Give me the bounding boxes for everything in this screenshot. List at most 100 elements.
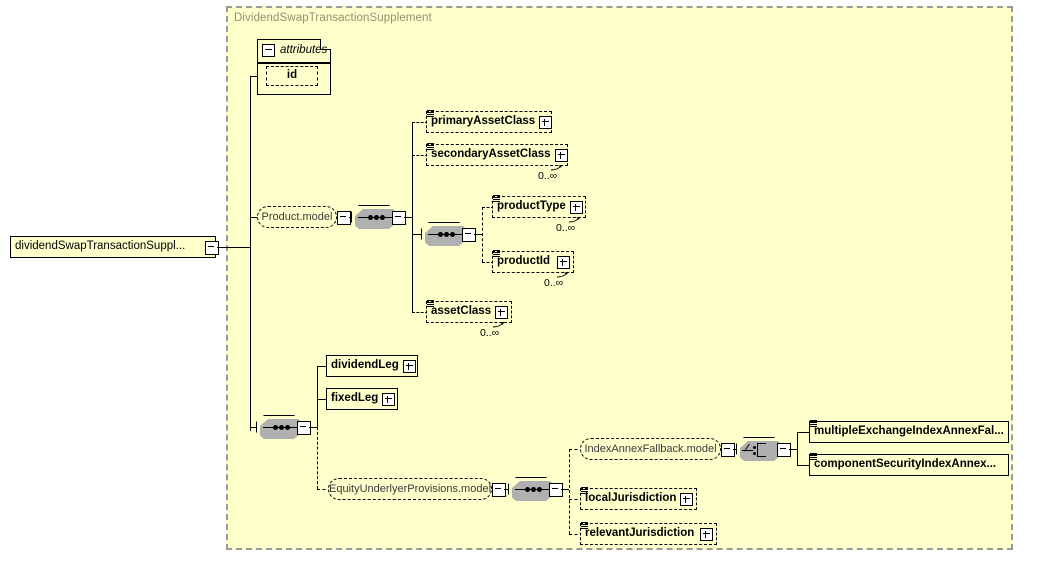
connector	[317, 399, 328, 400]
connector	[412, 234, 424, 235]
element-localJurisdiction-label: localJurisdiction	[585, 492, 677, 505]
element-componentSecurityIndexAnnexFallback[interactable]: componentSecurityIndexAnnex...	[809, 452, 1011, 478]
element-primaryAssetClass-label: primaryAssetClass	[431, 115, 536, 128]
productIdentification-collapse-icon[interactable]	[462, 228, 477, 243]
connector-optional	[412, 312, 428, 313]
choice-compositor-indexAnnexFallback[interactable]	[736, 437, 782, 461]
root-element-label: dividendSwapTransactionSuppl...	[15, 240, 186, 253]
schema-panel-title: DividendSwapTransactionSupplement	[234, 12, 432, 24]
element-productId[interactable]: productId	[492, 249, 576, 275]
element-fixedLeg[interactable]: fixedLeg	[326, 388, 400, 412]
attributes-group-header[interactable]: attributes	[262, 44, 327, 57]
expand-icon[interactable]	[495, 305, 509, 319]
connector-optional	[317, 489, 331, 490]
element-multipleExchangeIndexAnnexFallback[interactable]: multipleExchangeIndexAnnexFal...	[809, 419, 1011, 445]
sequence-icon	[492, 249, 501, 259]
sequence-icon	[263, 425, 297, 430]
sequence-icon	[428, 232, 462, 237]
expand-icon[interactable]	[554, 148, 568, 162]
connector-optional	[569, 534, 583, 535]
product-model-collapse-icon[interactable]	[337, 211, 352, 226]
cardinality-productType: 0..∞	[556, 222, 576, 234]
connector-optional	[569, 449, 583, 450]
expand-icon[interactable]	[539, 115, 553, 129]
equityUnderlyer-sequence-collapse-icon[interactable]	[549, 483, 564, 498]
element-dividendLeg-label: dividendLeg	[331, 359, 399, 372]
model-ref-indexAnnexFallback[interactable]: IndexAnnexFallback.model	[580, 438, 723, 462]
model-ref-product[interactable]: Product.model	[257, 206, 339, 230]
element-productType[interactable]: productType	[492, 194, 588, 220]
choice-collapse-icon[interactable]	[777, 443, 792, 458]
expand-icon[interactable]	[382, 392, 396, 406]
connector	[217, 247, 250, 248]
expand-icon[interactable]	[402, 359, 416, 373]
connector-optional	[412, 155, 428, 156]
connector	[797, 465, 811, 466]
repeat-arrow-icon	[550, 163, 564, 171]
connector-optional	[412, 122, 428, 123]
choice-icon	[742, 442, 778, 458]
root-element-dividendSwapTransactionSupplement[interactable]: dividendSwapTransactionSuppl...	[10, 236, 218, 260]
element-secondaryAssetClass-label: secondaryAssetClass	[431, 148, 551, 161]
connector	[317, 366, 328, 367]
sequence-icon	[515, 487, 549, 492]
element-multipleExchangeIndexAnnexFallback-label: multipleExchangeIndexAnnexFal...	[814, 425, 1004, 438]
connector	[561, 489, 569, 490]
attribute-item-label: id	[286, 69, 298, 82]
connector-branch-optional	[482, 207, 483, 262]
sequence-icon	[426, 142, 435, 152]
indexAnnexFallback-collapse-icon[interactable]	[721, 443, 736, 458]
element-secondaryAssetClass[interactable]: secondaryAssetClass	[426, 142, 570, 168]
sequence-icon	[358, 215, 392, 220]
product-sequence-collapse-icon[interactable]	[392, 211, 407, 226]
sequence-compositor-main[interactable]	[256, 415, 302, 439]
expand-icon[interactable]	[680, 492, 694, 506]
element-localJurisdiction[interactable]: localJurisdiction	[580, 486, 699, 512]
element-fixedLeg-label: fixedLeg	[331, 392, 379, 405]
cardinality-productId: 0..∞	[544, 277, 564, 289]
connector-branch-optional	[317, 427, 318, 489]
connector	[250, 76, 258, 77]
connector	[474, 234, 482, 235]
element-relevantJurisdiction[interactable]: relevantJurisdiction	[580, 521, 719, 547]
attributes-collapse-icon[interactable]	[262, 44, 275, 57]
equityUnderlyer-collapse-icon[interactable]	[492, 483, 507, 498]
expand-icon[interactable]	[700, 527, 713, 541]
main-sequence-collapse-icon[interactable]	[297, 421, 312, 436]
sequence-icon	[426, 299, 435, 309]
repeat-arrow-icon	[568, 215, 582, 223]
connector	[250, 427, 258, 428]
connector	[250, 217, 258, 218]
connector	[797, 432, 811, 433]
sequence-icon	[426, 109, 435, 119]
model-ref-product-label: Product.model	[261, 210, 333, 223]
sequence-compositor-productIdentification[interactable]	[421, 222, 467, 246]
sequence-compositor-product[interactable]	[351, 205, 397, 229]
sequence-icon	[809, 419, 818, 429]
connector	[309, 427, 317, 428]
sequence-icon	[580, 521, 589, 531]
element-relevantJurisdiction-label: relevantJurisdiction	[585, 527, 695, 540]
cardinality-assetClass: 0..∞	[480, 327, 500, 339]
root-collapse-icon[interactable]	[205, 241, 220, 256]
expand-icon[interactable]	[557, 255, 570, 269]
element-dividendLeg[interactable]: dividendLeg	[326, 355, 420, 379]
attributes-group-label: attributes	[280, 43, 328, 56]
connector-branch	[797, 432, 798, 466]
connector-optional	[482, 207, 494, 208]
repeat-arrow-icon	[492, 320, 506, 328]
element-assetClass[interactable]: assetClass	[426, 299, 514, 325]
sequence-compositor-equityUnderlyer[interactable]	[508, 477, 554, 501]
model-ref-equityUnderlyerProvisions[interactable]: EquityUnderlyerProvisions.model	[328, 478, 494, 502]
element-primaryAssetClass[interactable]: primaryAssetClass	[426, 109, 554, 135]
expand-icon[interactable]	[569, 200, 583, 214]
sequence-icon	[580, 486, 589, 496]
attribute-item-id[interactable]: id	[266, 66, 320, 88]
element-componentSecurityIndexAnnexFallback-label: componentSecurityIndexAnnex...	[814, 458, 997, 471]
element-productType-label: productType	[497, 200, 566, 213]
sequence-icon	[492, 194, 501, 204]
element-productId-label: productId	[497, 255, 551, 268]
element-assetClass-label: assetClass	[431, 305, 492, 318]
sequence-icon	[809, 452, 818, 462]
